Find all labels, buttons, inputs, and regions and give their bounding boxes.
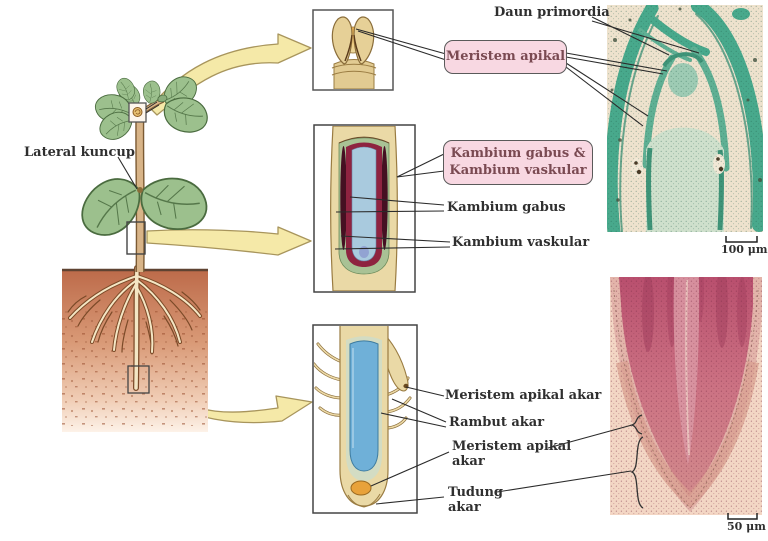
lateral-bud-label: Lateral kuncup	[24, 145, 135, 160]
vascular-cylinder	[349, 340, 379, 472]
leaf-primordia-label: Daun primordia	[494, 5, 610, 20]
apical-meristem-callout: Meristem apikal	[444, 40, 567, 74]
cambium-callout: Kambium gabus & Kambium vaskular	[443, 140, 593, 185]
arrow-stem-to-box	[146, 226, 312, 256]
plant-illustration	[70, 71, 216, 273]
root-cap	[347, 493, 381, 508]
vascular-core	[351, 146, 377, 262]
shoot-apex-box	[312, 9, 394, 91]
vascular-cambium-label: Kambium vaskular	[452, 235, 590, 250]
stem-marker-box	[126, 221, 146, 255]
cork-cambium-label: Kambium gabus	[447, 200, 566, 215]
scale-label-root: 50 μm	[727, 520, 766, 533]
root-system	[67, 265, 202, 394]
lateral-bud-node	[137, 187, 143, 193]
root-hair-label: Rambut akar	[449, 415, 545, 430]
root-tip-micrograph	[610, 277, 762, 515]
annotation-lines	[117, 16, 700, 505]
stem-cambium-box	[313, 124, 416, 293]
root-tip-marker-box	[127, 365, 150, 394]
scale-bars	[725, 236, 758, 520]
shoot-apex-micrograph	[607, 5, 763, 232]
axillary-bud	[157, 94, 168, 103]
root-apical-meristem	[350, 480, 372, 496]
root-apical-meristem-label-2: Meristem apikal akar	[452, 439, 572, 469]
root-cap-label: Tudung akar	[448, 485, 504, 515]
scale-label-shoot: 100 μm	[721, 243, 768, 256]
root-tip-box	[312, 324, 418, 514]
region-braces	[629, 414, 644, 509]
root-apical-meristem-label: Meristem apikal akar	[445, 388, 602, 403]
